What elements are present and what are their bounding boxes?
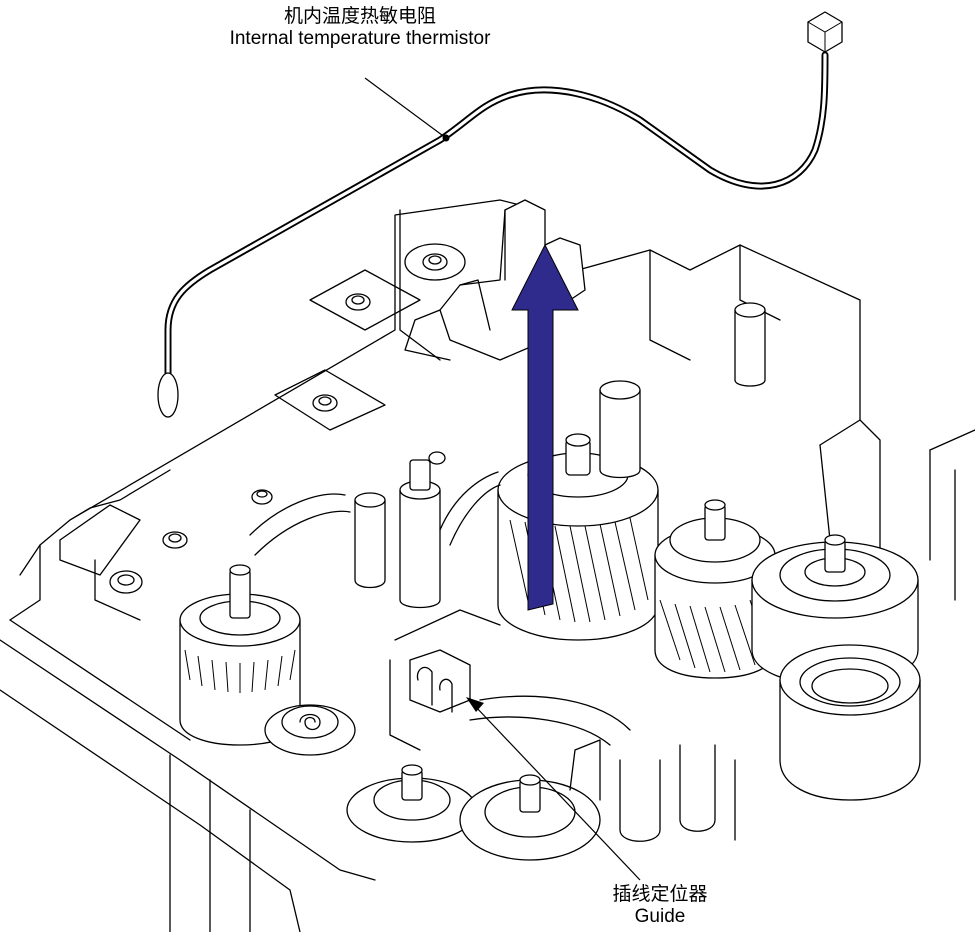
screw-boss: [162, 531, 188, 549]
thermistor-leader-line: [364, 77, 447, 139]
thermistor-tip: [157, 372, 179, 418]
spiral-spring-gear: [264, 704, 356, 756]
thermistor-label: 机内温度热敏电阻 Internal temperature thermistor: [150, 6, 570, 50]
post-pillars: [354, 302, 766, 609]
screw-boss: [109, 570, 143, 594]
left-gear-stack: [179, 564, 301, 746]
screw-boss: [404, 243, 466, 281]
screw-boss: [274, 369, 386, 431]
curved-rib-gear: [249, 471, 501, 556]
lower-right-ribs: [469, 695, 736, 842]
lift-direction-arrow: [511, 243, 579, 611]
thermistor-label-en: Internal temperature thermistor: [229, 28, 491, 49]
guide-label-cn: 插线定位器: [612, 884, 708, 905]
leader-lines: [364, 77, 641, 881]
right-gear-small: [654, 499, 776, 679]
guide-leader-arrowhead: [466, 697, 484, 712]
screw-boss: [428, 451, 446, 465]
lower-gear-right: [459, 774, 601, 861]
lower-gear-left: [346, 764, 478, 843]
guide-leader-line: [474, 705, 641, 881]
ring-coupling: [779, 644, 921, 801]
screw-boss: [251, 489, 273, 505]
wire-guide: [389, 609, 501, 751]
thermistor-wire: [157, 11, 843, 418]
thermistor-label-cn: 机内温度热敏电阻: [283, 6, 436, 27]
chassis-frame: [0, 199, 975, 932]
screw-boss: [309, 269, 421, 331]
thermistor-connector: [807, 11, 843, 53]
guide-label: 插线定位器 Guide: [560, 884, 760, 928]
thermistor-leader-dot: [442, 134, 450, 142]
screw-bosses: [109, 243, 466, 594]
guide-label-en: Guide: [634, 906, 686, 927]
